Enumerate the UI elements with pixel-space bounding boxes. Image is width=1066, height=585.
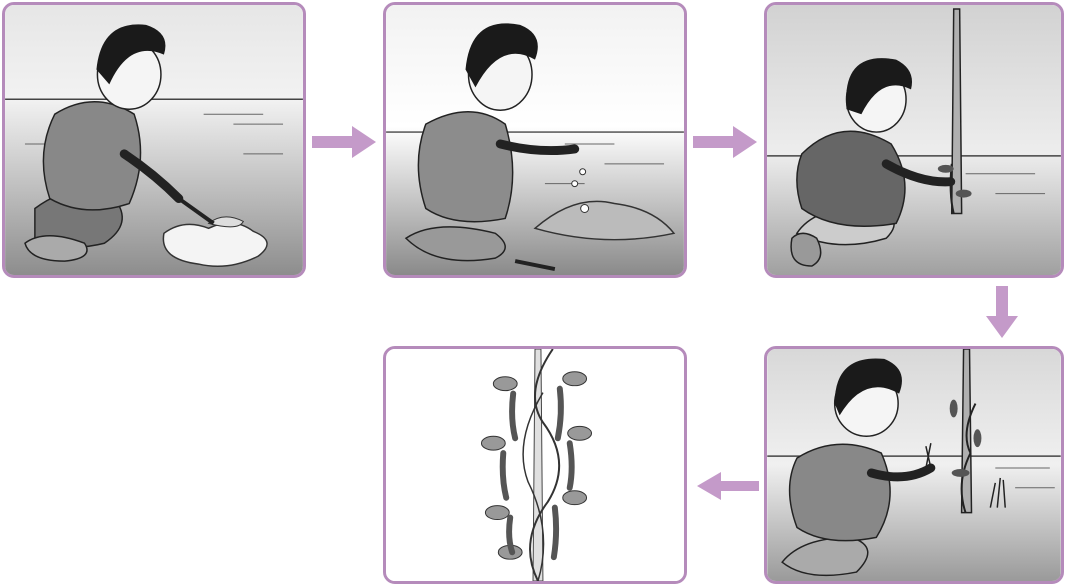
arrow-left-icon	[697, 472, 759, 500]
step-4-panel	[764, 346, 1064, 584]
boy-sowing-seeds-illustration	[386, 5, 684, 275]
bean-plant-with-pods-illustration	[386, 349, 684, 581]
step-3-panel	[764, 2, 1064, 278]
arrow-down-icon	[986, 286, 1018, 338]
arrow-right-icon	[693, 126, 757, 158]
step-2-panel	[383, 2, 687, 278]
step-1-panel	[2, 2, 306, 278]
boy-weeding-around-plant-illustration	[767, 349, 1061, 581]
step-5-panel	[383, 346, 687, 584]
arrow-right-icon	[312, 126, 376, 158]
boy-digging-soil-illustration	[5, 5, 303, 275]
boy-placing-support-stick-illustration	[767, 5, 1061, 275]
